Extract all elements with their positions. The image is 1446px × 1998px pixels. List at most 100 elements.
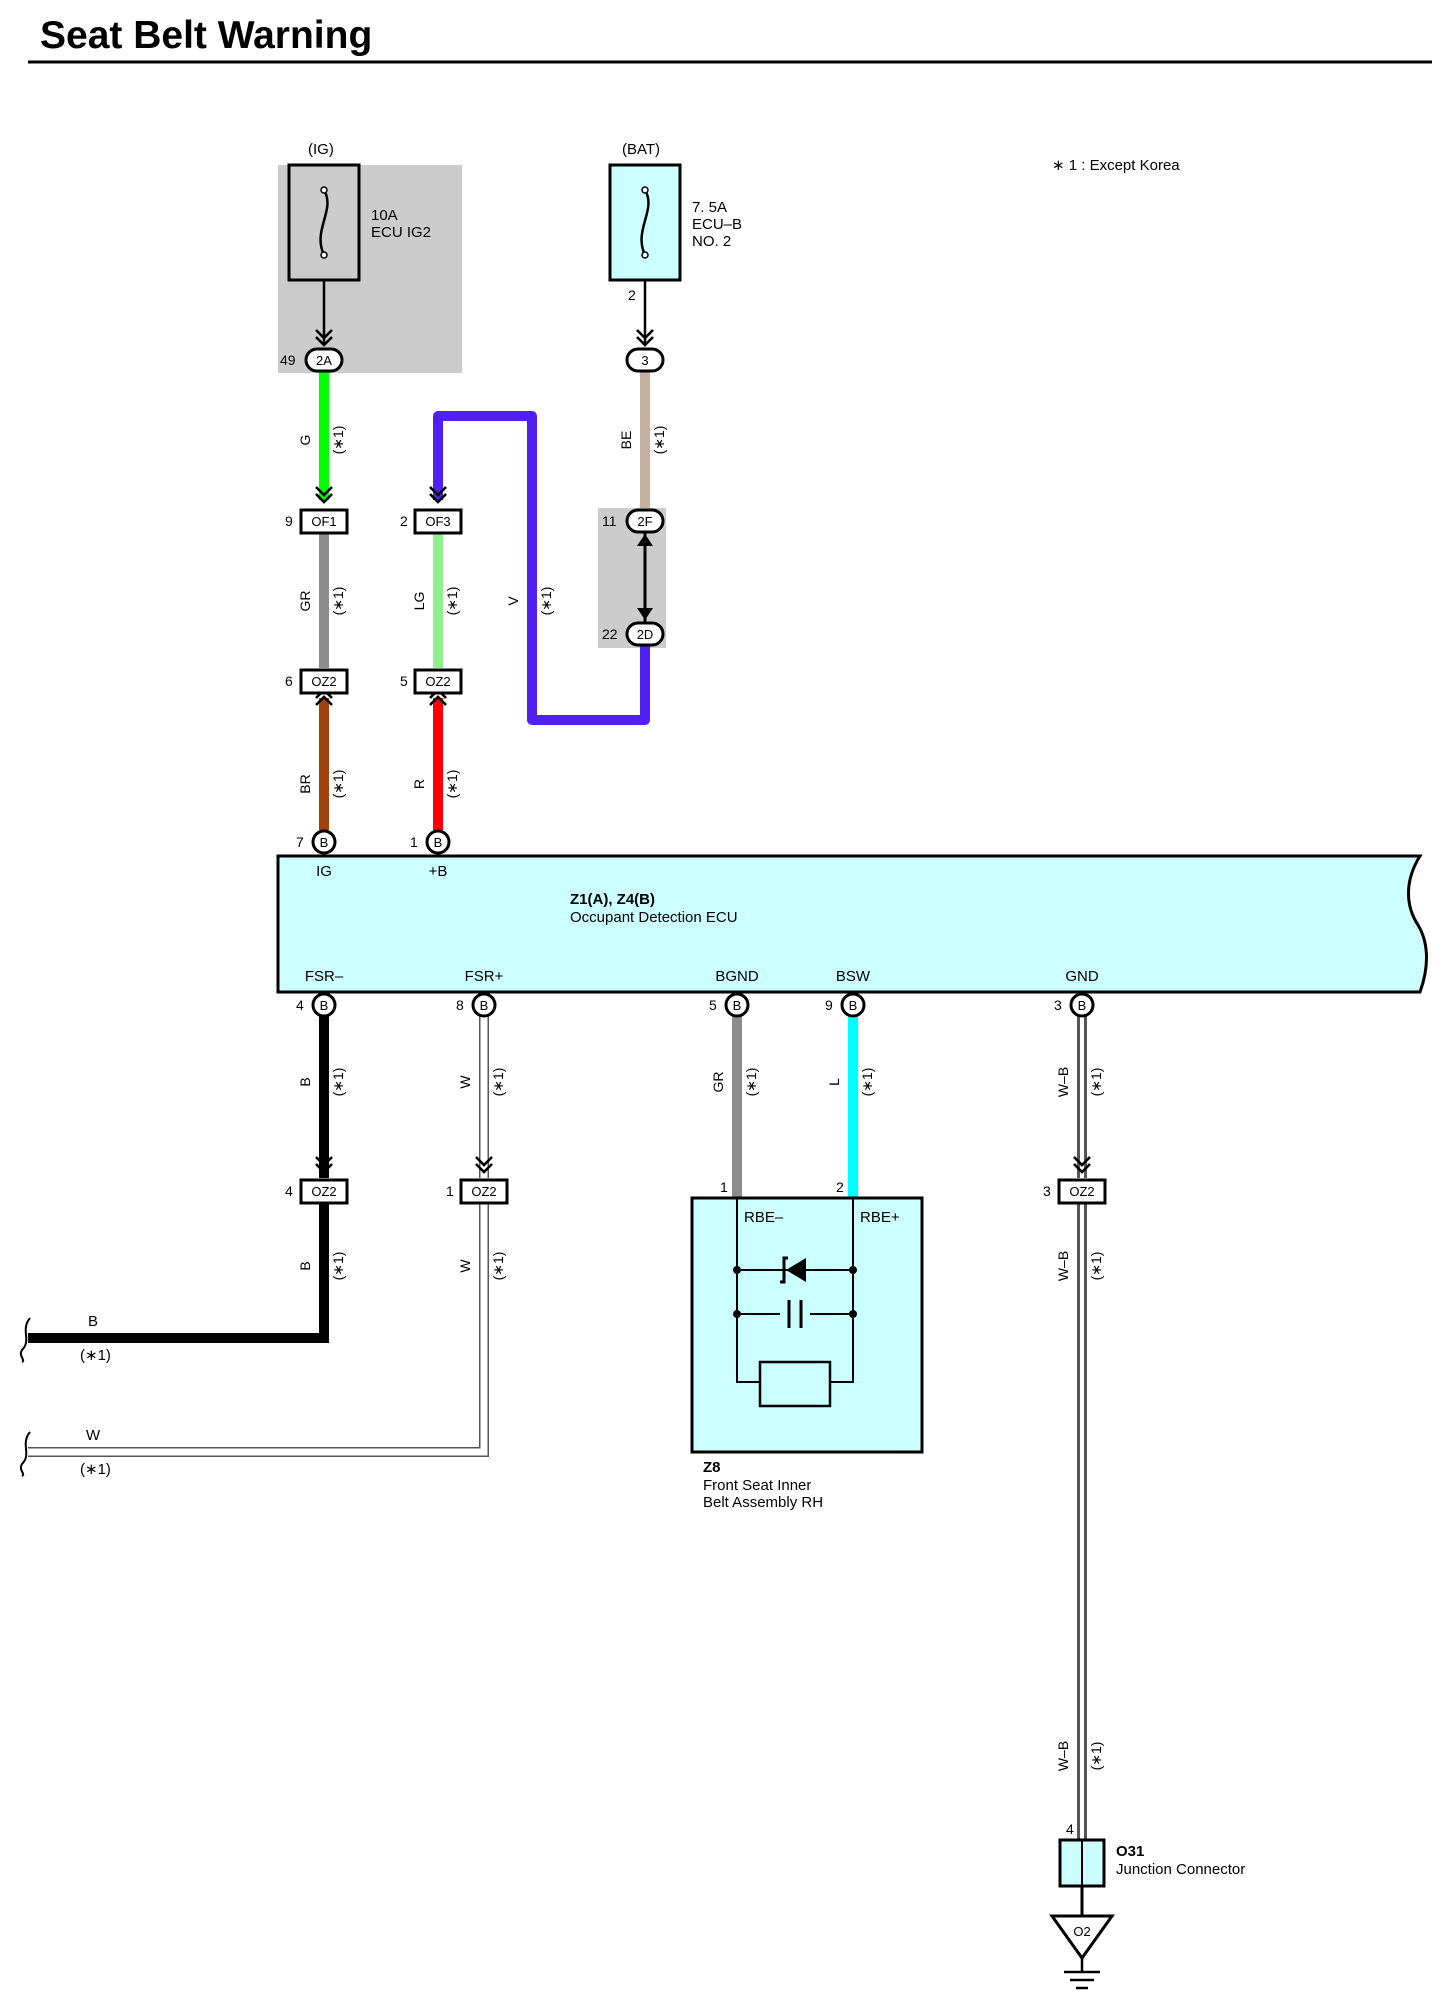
connector-pin: 2 [400,513,408,529]
belt-junction-dot [733,1266,741,1274]
ecu-pin-fsr-minus: FSR– B 4 [296,968,344,1018]
wire-mark-label: (∗1) [330,770,346,799]
belt-code: Z8 [703,1459,721,1476]
wire-mark-label: (∗1) [330,1252,346,1281]
fuse-ig-element-icon [319,189,329,256]
ecu-pin-b-plus: B 1 +B [410,829,451,880]
fuse-ig-terminal-icon [320,186,328,194]
ecu-pin-ig: B 7 IG [296,829,337,880]
connector-pin: 22 [602,626,618,642]
wire-label-lg: LG (∗1) [411,587,460,616]
ecu-pin-fsr-plus: FSR+ B 8 [456,968,504,1018]
wire-color-label: G [297,435,313,446]
ecu-pin-bsw: BSW B 9 [825,968,871,1018]
connector-label: 3 [641,353,648,368]
capacitor-gap [780,1300,810,1328]
wire-label-l: L (∗1) [826,1068,875,1097]
belt-name: Front Seat Inner [703,1477,811,1494]
wire-color-label: B [297,1077,313,1086]
connector-label: OF1 [311,514,336,529]
wire-label-g: G (∗1) [297,426,346,455]
break-mark-icon [19,1317,31,1363]
connector-label: OZ2 [425,674,450,689]
ecu-pin-conn: B [320,998,329,1013]
connector-oz2 [459,1178,509,1205]
ecu-pin-name: FSR– [305,968,344,985]
fuse-bat-element-icon [640,189,650,256]
connector-pin: 4 [285,1183,293,1199]
offpage-w-label: W [86,1427,101,1444]
ecu-pin-num: 4 [296,997,304,1013]
ecu-pin-conn: B [480,998,489,1013]
connector-label: 2F [637,514,652,529]
connector-pin: 1 [446,1183,454,1199]
belt-internal-circuit [736,1198,854,1408]
fuse-ig-shading [278,165,462,373]
wire-label-gr-bgnd: GR (∗1) [710,1068,759,1097]
ecu-pin-circle [311,829,337,855]
wire-color-label: W [457,1075,473,1089]
connector-2a [304,347,344,373]
junction-code: O31 [1116,1843,1144,1860]
belt-pin-1: 1 [720,1179,728,1195]
ecu-pin-conn: B [320,835,329,850]
offpage-b-label: B [88,1313,98,1330]
wire-color-label: W–B [1055,1067,1071,1097]
belt-junction-dot [733,1310,741,1318]
wire-mark-label: (∗1) [490,1068,506,1097]
connector-2d [625,621,665,647]
ecu-pin-num: 5 [709,997,717,1013]
wire-color-label: W–B [1055,1741,1071,1771]
wire-mark-label: (∗1) [1088,1742,1104,1771]
fuse-bat-pin: 2 [628,287,636,303]
fuse-bat-name: ECU–B [692,216,742,233]
connector-oz2 [1057,1178,1107,1205]
ecu-pin-conn: B [1078,998,1087,1013]
belt-pin-2: 2 [836,1179,844,1195]
junction-name: Junction Connector [1116,1861,1245,1878]
ecu-pin-gnd: GND B 3 [1054,968,1099,1018]
wire-color-label: GR [297,591,313,612]
wire-label-b: B (∗1) B (∗1) [297,1068,346,1281]
ecu-pin-circle [724,992,750,1018]
junction-pin: 4 [1066,1821,1074,1837]
connector-label: OZ2 [311,674,336,689]
wire-w-offpage [28,1202,488,1456]
belt-junction-dot [849,1310,857,1318]
connector-label: OZ2 [471,1184,496,1199]
wire-mark-label: (∗1) [1088,1068,1104,1097]
connector-pin: 5 [400,673,408,689]
connector-label: OZ2 [311,1184,336,1199]
ecu-pin-circle [425,829,451,855]
wire-mark-label: (∗1) [444,587,460,616]
connector-oz2 [299,1178,349,1205]
fuse-ig-name: ECU IG2 [371,224,431,241]
belt-junction-dot [849,1266,857,1274]
wire-b-offpage [28,1202,329,1343]
fuse-bat-rating: 7. 5A [692,199,727,216]
ecu-code: Z1(A), Z4(B) [570,891,655,908]
connector-2f [625,508,665,534]
wire-v [433,411,650,725]
connector-label: 2A [316,353,332,368]
connector-label: OZ2 [1069,1184,1094,1199]
fuse-ig-rating: 10A [371,207,398,224]
belt-name: Belt Assembly RH [703,1494,823,1511]
wire-label-br: BR (∗1) [297,770,346,799]
wire-mark-label: (∗1) [330,426,346,455]
ecu-pin-num: 3 [1054,997,1062,1013]
fuse-ig-terminal-icon [320,251,328,259]
ecu-pin-name: FSR+ [465,968,504,985]
wire-color-label: BE [618,431,634,450]
wire-label-wb: W–B (∗1) W–B (∗1) W–B (∗1) [1055,1067,1104,1771]
offpage-w-mark: (∗1) [80,1461,111,1478]
fuse-bat-terminal-icon [641,186,649,194]
wire-mark-label: (∗1) [444,770,460,799]
ecu-pin-num: 7 [296,834,304,850]
connector-pin: 3 [1043,1183,1051,1199]
ecu-block [276,854,1428,994]
ecu-pin-num: 8 [456,997,464,1013]
connector-label: OF3 [425,514,450,529]
wire-label-v: V (∗1) [505,587,554,616]
